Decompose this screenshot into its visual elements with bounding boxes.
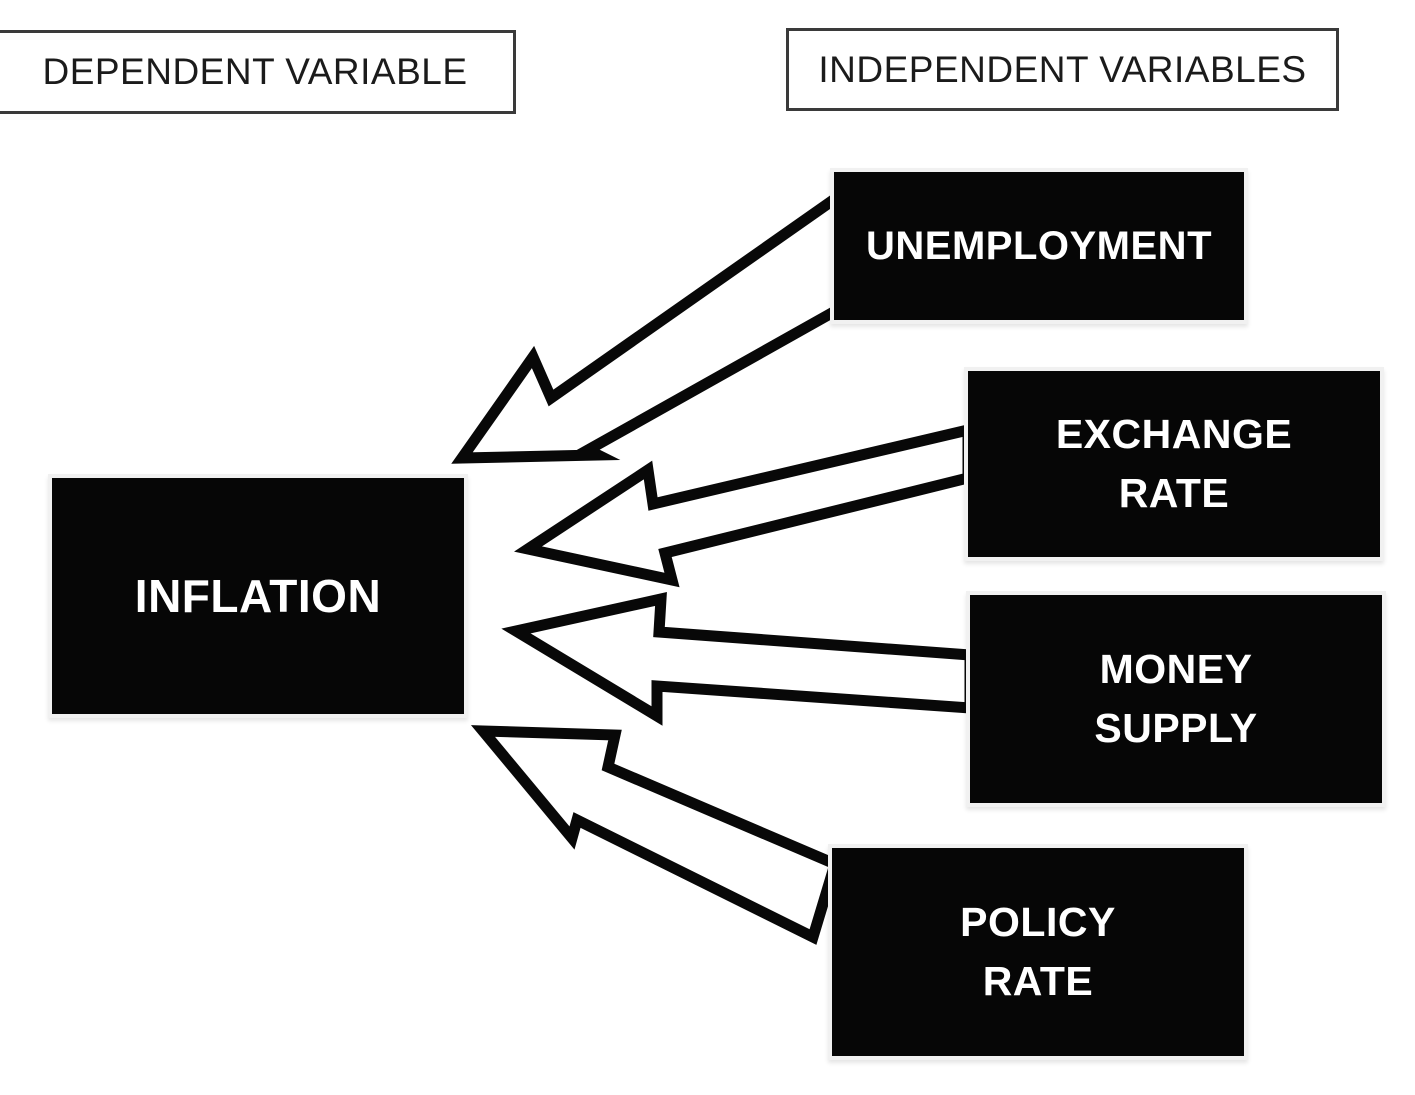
box-unemployment[interactable]: UNEMPLOYMENT <box>830 168 1248 324</box>
box-inflation[interactable]: INFLATION <box>48 474 468 718</box>
box-money-supply-line-2: SUPPLY <box>1094 705 1258 751</box>
box-policy-rate-line-2: RATE <box>982 958 1094 1004</box>
arrow-policy-rate-to-inflation <box>470 725 842 945</box>
box-exchange-rate[interactable]: EXCHANGE RATE <box>964 367 1384 561</box>
box-policy-rate[interactable]: POLICY RATE <box>828 844 1248 1060</box>
header-independent-label: INDEPENDENT VARIABLES <box>818 48 1307 90</box>
arrow-exchange-rate-to-inflation <box>514 423 974 588</box>
arrow-unemployment-to-inflation <box>451 186 869 464</box>
arrow-money-supply-to-inflation <box>501 592 976 726</box>
box-exchange-rate-line-1: EXCHANGE <box>1055 410 1293 457</box>
box-exchange-rate-line-2: RATE <box>1118 470 1230 516</box>
box-money-supply[interactable]: MONEY SUPPLY <box>966 591 1386 807</box>
header-dependent-variable: DEPENDENT VARIABLE <box>0 30 516 114</box>
box-inflation-line-1: INFLATION <box>134 569 382 622</box>
header-independent-variables: INDEPENDENT VARIABLES <box>786 28 1339 111</box>
header-dependent-label: DEPENDENT VARIABLE <box>42 51 468 92</box>
box-unemployment-line-1: UNEMPLOYMENT <box>866 224 1212 268</box>
box-money-supply-line-1: MONEY <box>1099 645 1253 692</box>
box-policy-rate-line-1: POLICY <box>960 898 1116 945</box>
